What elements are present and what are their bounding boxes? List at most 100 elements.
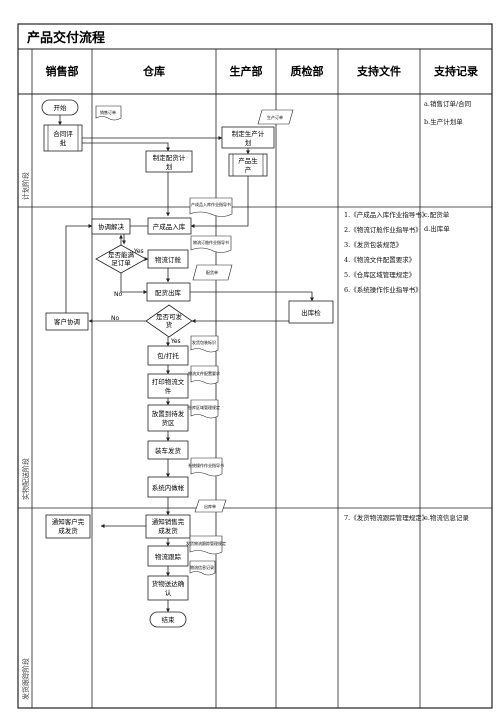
- node-meet-order-l2: 足订单: [111, 258, 131, 267]
- doc-prod-in-form-text: 产成品入库作业指导书: [191, 201, 231, 207]
- node-load-ship: [147, 440, 189, 460]
- doc-system-guide: [190, 457, 223, 477]
- node-product-production: [228, 153, 268, 177]
- label-no-1: No: [114, 291, 122, 298]
- node-end-label: 结束: [162, 615, 176, 624]
- doc-track-record-text: 物流信息记录: [190, 564, 214, 570]
- doc-logistics-config: [190, 365, 219, 385]
- node-place-area: [147, 404, 189, 432]
- node-customer-coord-label: 客户协调: [54, 317, 80, 326]
- node-print-docs-l1: 打印物流文: [152, 377, 185, 386]
- edge-meet-no: [120, 272, 148, 294]
- node-place-area-l1: 放置到待发: [152, 409, 185, 418]
- support-file-3: 3.《发货包装规范》: [344, 240, 402, 249]
- node-outbound-check-label: 出库检: [301, 308, 321, 317]
- node-make-prod-plan: [221, 126, 275, 149]
- node-start: [41, 99, 79, 116]
- header-sales: 销售部: [46, 64, 79, 78]
- doc-sales-order-text: 销售订单: [100, 109, 116, 115]
- doc-warehouse-rule-text: 仓库区域管理规定: [188, 404, 220, 410]
- node-product-production-l2: 产: [245, 165, 252, 174]
- header-support-records: 支持记录: [433, 64, 478, 78]
- node-confirm-arrival: [147, 575, 189, 601]
- phase-label-plan: 计划阶段: [21, 172, 30, 200]
- node-logistics-order-label: 物流订舱: [155, 255, 182, 264]
- node-end: [149, 611, 187, 628]
- doc-system-guide-text: 系统操作作业指导书: [188, 462, 224, 468]
- node-customer-coord: [45, 312, 89, 331]
- node-print-docs-l2: 件: [165, 386, 172, 395]
- node-logistics-order: [147, 249, 189, 269]
- header-support-files: 支持文件: [356, 64, 401, 78]
- phase-label-delivery: 实物配送阶段: [21, 458, 30, 500]
- nodes: 开始 合同评 批 制定生产计 划 制定配货计 划 产品生 产 协调解决 产成品入…: [41, 99, 334, 628]
- node-confirm-arrival-l1: 货物送达确: [152, 579, 185, 588]
- node-meet-order-l1: 是否能满: [108, 250, 135, 259]
- node-make-dist-plan: [145, 150, 193, 173]
- node-notify-sales: [145, 514, 191, 539]
- record-d: d.出库单: [424, 224, 450, 233]
- node-meet-order: [95, 244, 147, 274]
- record-e: e.物流信息记录: [424, 513, 469, 522]
- node-start-label: 开始: [54, 103, 68, 112]
- doc-dist-form: [192, 264, 233, 281]
- node-coordinate-label: 协调解决: [98, 222, 125, 231]
- node-coordinate: [91, 218, 131, 235]
- documents: 销售订单 生产订单 产成品入库作业指导书 物流订舱作业指导书 配货单 发货包装标…: [95, 105, 294, 576]
- node-notify-customer-l2: 成发货: [58, 526, 78, 535]
- edge-out-check: [190, 291, 314, 302]
- node-system-out-label: 系统内做帐: [152, 483, 185, 492]
- doc-track-rule: [189, 535, 223, 555]
- doc-out-form: [194, 499, 227, 513]
- node-product-in-label: 产成品入库: [153, 222, 186, 231]
- node-load-ship-label: 装车发货: [155, 446, 182, 455]
- doc-logistics-guide-text: 物流订舱作业指导书: [193, 239, 229, 245]
- label-yes-1: Yes: [133, 248, 144, 255]
- doc-track-record: [189, 560, 216, 576]
- node-place-area-l2: 货区: [162, 418, 176, 427]
- node-qualified-l1: 是否可发: [156, 312, 183, 321]
- doc-logistics-config-text: 物流文件配置要求: [188, 370, 220, 376]
- support-file-4: 4.《物流文件配置要求》: [344, 255, 415, 264]
- doc-sales-order: [95, 105, 122, 121]
- header-warehouse: 仓库: [142, 64, 165, 78]
- label-no-2: No: [111, 315, 119, 322]
- support-file-7: 7.《发货物流跟踪管理规定》: [344, 513, 428, 522]
- doc-prod-order: [257, 109, 294, 125]
- edge-review-distplan: [82, 142, 170, 152]
- node-make-prod-plan-l2: 划: [245, 138, 252, 147]
- node-qualified: [145, 304, 193, 338]
- node-pack-label: 包/打托: [157, 351, 179, 360]
- edge-prod-in: [190, 176, 249, 228]
- node-notify-sales-l2: 成发货: [158, 526, 178, 535]
- node-pack: [147, 345, 189, 366]
- support-file-2: 2.《物流订舱作业指导书》: [344, 225, 422, 234]
- header-production: 生产部: [230, 64, 263, 78]
- node-make-prod-plan-l1: 制定生产计: [232, 129, 265, 138]
- doc-prod-order-text: 生产订单: [267, 114, 283, 120]
- node-notify-customer: [45, 514, 91, 539]
- doc-dist-form-text: 配货单: [206, 269, 218, 275]
- record-b: b.生产计划单: [424, 117, 463, 126]
- doc-ship-confirm: [190, 335, 219, 353]
- node-tracking-label: 物流跟踪: [155, 552, 182, 561]
- label-yes-2: Yes: [170, 338, 181, 345]
- node-product-production-l1: 产品生: [238, 156, 258, 165]
- edge-customer-loop: [65, 224, 93, 313]
- node-make-dist-plan-l1: 制定配货计: [153, 153, 186, 162]
- doc-ship-confirm-text: 发货包装标识: [192, 339, 216, 345]
- node-dist-out: [146, 282, 191, 302]
- header-qc: 质检部: [291, 64, 324, 78]
- support-file-6: 6.《系统操作作业指导书》: [344, 285, 422, 294]
- doc-logistics-guide: [190, 235, 232, 253]
- node-confirm-arrival-l2: 认: [165, 588, 172, 597]
- node-print-docs: [147, 373, 189, 399]
- phase-label-tracking: 发货跟踪阶段: [21, 658, 30, 700]
- node-notify-customer-l1: 通知客户完: [52, 517, 85, 526]
- node-system-out: [147, 476, 189, 498]
- doc-out-form-text: 出库单: [204, 503, 216, 509]
- node-notify-sales-l1: 通知销售完: [152, 517, 185, 526]
- page-title: 产品交付流程: [27, 30, 105, 46]
- doc-warehouse-rule: [190, 399, 219, 419]
